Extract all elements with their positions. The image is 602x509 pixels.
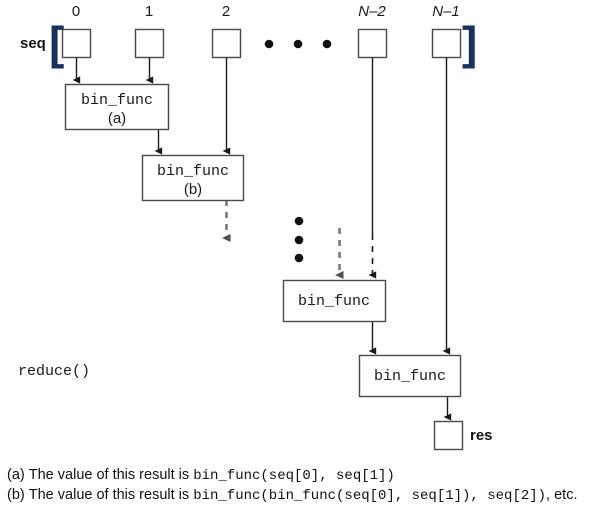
bin-func-d-box — [358, 354, 462, 398]
caption-b-marker: (b) — [7, 487, 25, 503]
ellipsis-dots-vertical — [294, 216, 304, 263]
bin-func-d-label: bin_func — [373, 368, 447, 385]
bin-func-b-label: bin_func — [156, 163, 230, 180]
reduce-label: reduce() — [18, 363, 91, 380]
seq-cell-n-2 — [357, 28, 388, 59]
index-label-1: 1 — [144, 3, 154, 20]
index-label-0: 0 — [71, 3, 81, 20]
caption-b: (b) The value of this result is bin_func… — [7, 487, 577, 504]
open-bracket: [ — [49, 17, 65, 69]
seq-cell-1 — [134, 28, 165, 59]
seq-cell-0 — [61, 28, 92, 59]
bin-func-b-box — [141, 154, 245, 202]
seq-label: seq — [20, 35, 46, 52]
res-label: res — [470, 427, 493, 444]
caption-a-text: The value of this result is — [28, 467, 194, 483]
bin-func-a-label: bin_func — [80, 92, 154, 109]
bin-func-c-label: bin_func — [297, 293, 371, 310]
bin-func-b-sublabel: (b) — [183, 181, 203, 198]
bin-func-c-box — [282, 279, 387, 323]
ellipsis-dots-horizontal — [264, 39, 332, 49]
caption-b-suffix: , etc. — [546, 487, 578, 503]
caption-b-code: bin_func(bin_func(seq[0], seq[1]), seq[2… — [193, 488, 547, 504]
caption-b-text: The value of this result is — [28, 487, 194, 503]
seq-cell-n-1 — [431, 28, 462, 59]
caption-a-marker: (a) — [7, 467, 25, 483]
res-cell — [433, 420, 464, 451]
bin-func-a-sublabel: (a) — [107, 110, 127, 127]
index-label-n-minus-1: N–1 — [432, 3, 460, 20]
seq-cell-2 — [211, 28, 242, 59]
close-bracket: ] — [462, 17, 478, 69]
index-label-2: 2 — [221, 3, 231, 20]
caption-a-code: bin_func(seq[0], seq[1]) — [193, 468, 395, 484]
bin-func-a-box — [64, 83, 170, 131]
index-label-n-minus-2: N–2 — [358, 3, 386, 20]
caption-a: (a) The value of this result is bin_func… — [7, 467, 395, 484]
